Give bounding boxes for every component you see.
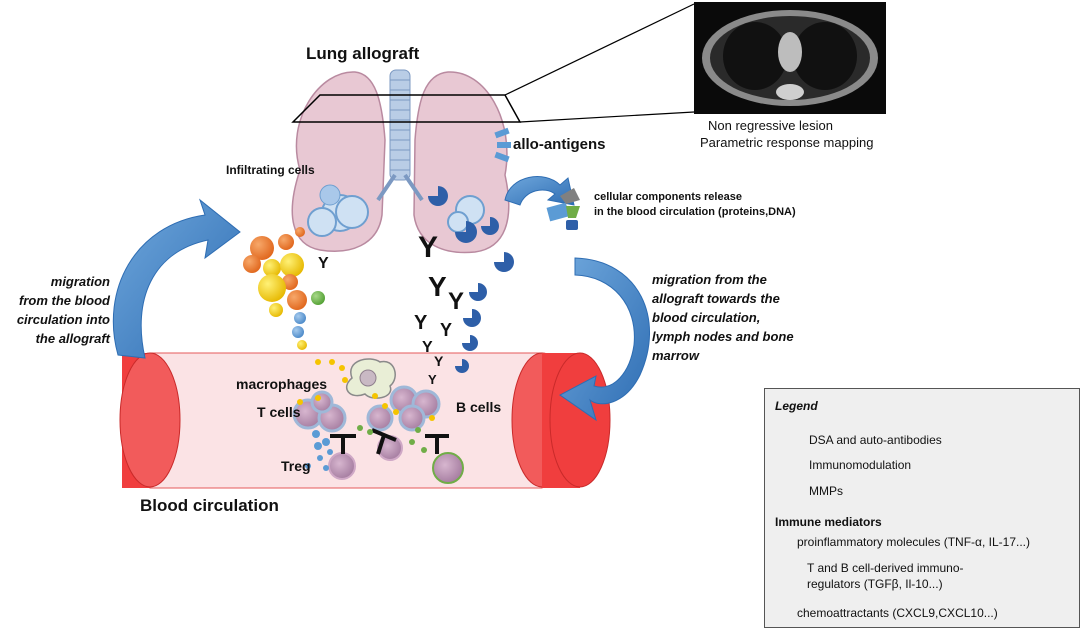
allo-antigen-shapes: [494, 127, 511, 163]
svg-text:Y: Y: [434, 353, 444, 369]
infiltrating-cells: [307, 184, 369, 237]
svg-text:Y: Y: [418, 231, 438, 264]
right-lung: [413, 71, 510, 254]
vessel-cells: [292, 385, 464, 484]
legend-proinflammatory: proinflammatory molecules (TNF-α, IL-17.…: [797, 535, 1030, 549]
macrophages-label: macrophages: [236, 376, 328, 392]
svg-text:Y: Y: [448, 288, 464, 315]
release-label-line2: in the blood circulation (proteins,DNA): [594, 206, 796, 218]
svg-text:Y: Y: [422, 339, 433, 356]
t-cells-label: T cells: [257, 404, 301, 420]
migration-in-line1: migration: [50, 274, 110, 289]
svg-text:Y: Y: [428, 271, 447, 302]
migration-out-line2: allograft towards the: [652, 291, 780, 306]
infiltrating-cells-label: Infiltrating cells: [226, 163, 315, 177]
allo-antigens-label: allo-antigens: [513, 136, 606, 153]
release-label-line1: cellular components release: [594, 191, 742, 203]
legend-regulators-line2: regulators (TGFβ, Il-10...): [807, 577, 943, 591]
blood-vessel: [119, 352, 611, 489]
migration-in-line2: from the blood: [19, 293, 110, 308]
blood-circulation-label: Blood circulation: [140, 496, 279, 515]
migration-out-line4: lymph nodes and bone: [652, 329, 794, 344]
migration-out-arrow: [559, 257, 650, 422]
legend-regulators-line1: T and B cell-derived immuno-: [807, 561, 964, 575]
migration-out-line3: blood circulation,: [652, 310, 761, 325]
ct-plane: [291, 3, 695, 123]
bronchi: [376, 173, 424, 202]
migration-out-line1: migration from the: [652, 272, 767, 287]
trachea: [389, 69, 411, 181]
macrophage: [346, 358, 396, 399]
migration-in-arrow: [112, 198, 241, 359]
legend-box: Legend DSA and auto-antibodies Immunomod…: [764, 388, 1080, 628]
svg-text:Y: Y: [440, 320, 452, 340]
migration-out-line5: marrow: [652, 348, 699, 363]
legend-immune-mediators: Immune mediators: [775, 515, 882, 529]
migration-in-line4: the allograft: [35, 331, 110, 346]
cellular-components-icon: [546, 188, 580, 230]
svg-text:Y: Y: [318, 255, 329, 272]
ct-caption-line2: Parametric response mapping: [700, 135, 874, 150]
mediator-dots-left: [243, 227, 325, 350]
legend-title: Legend: [775, 399, 818, 413]
b-cells-label: B cells: [456, 399, 502, 415]
legend-mmps: MMPs: [809, 484, 843, 498]
vessel-left-end: [119, 352, 181, 488]
legend-dsa: DSA and auto-antibodies: [809, 433, 942, 447]
immunomodulation-glyphs: [330, 428, 449, 455]
legend-immunomodulation: Immunomodulation: [809, 458, 912, 472]
svg-text:Y: Y: [428, 372, 437, 387]
ct-caption-line1: Non regressive lesion: [708, 118, 834, 133]
mmp-glyphs-lung: [428, 186, 514, 373]
antibody-glyphs: Y Y Y Y Y Y Y Y Y: [318, 231, 464, 387]
ct-scan-image: [694, 2, 886, 114]
mediator-dots-vessel: [297, 359, 435, 471]
treg-label: Treg: [281, 458, 311, 474]
svg-text:Y: Y: [414, 312, 428, 334]
diagram-title: Lung allograft: [306, 44, 420, 63]
migration-in-line3: circulation into: [16, 312, 110, 327]
legend-chemoattractants: chemoattractants (CXCL9,CXCL10...): [797, 606, 998, 620]
